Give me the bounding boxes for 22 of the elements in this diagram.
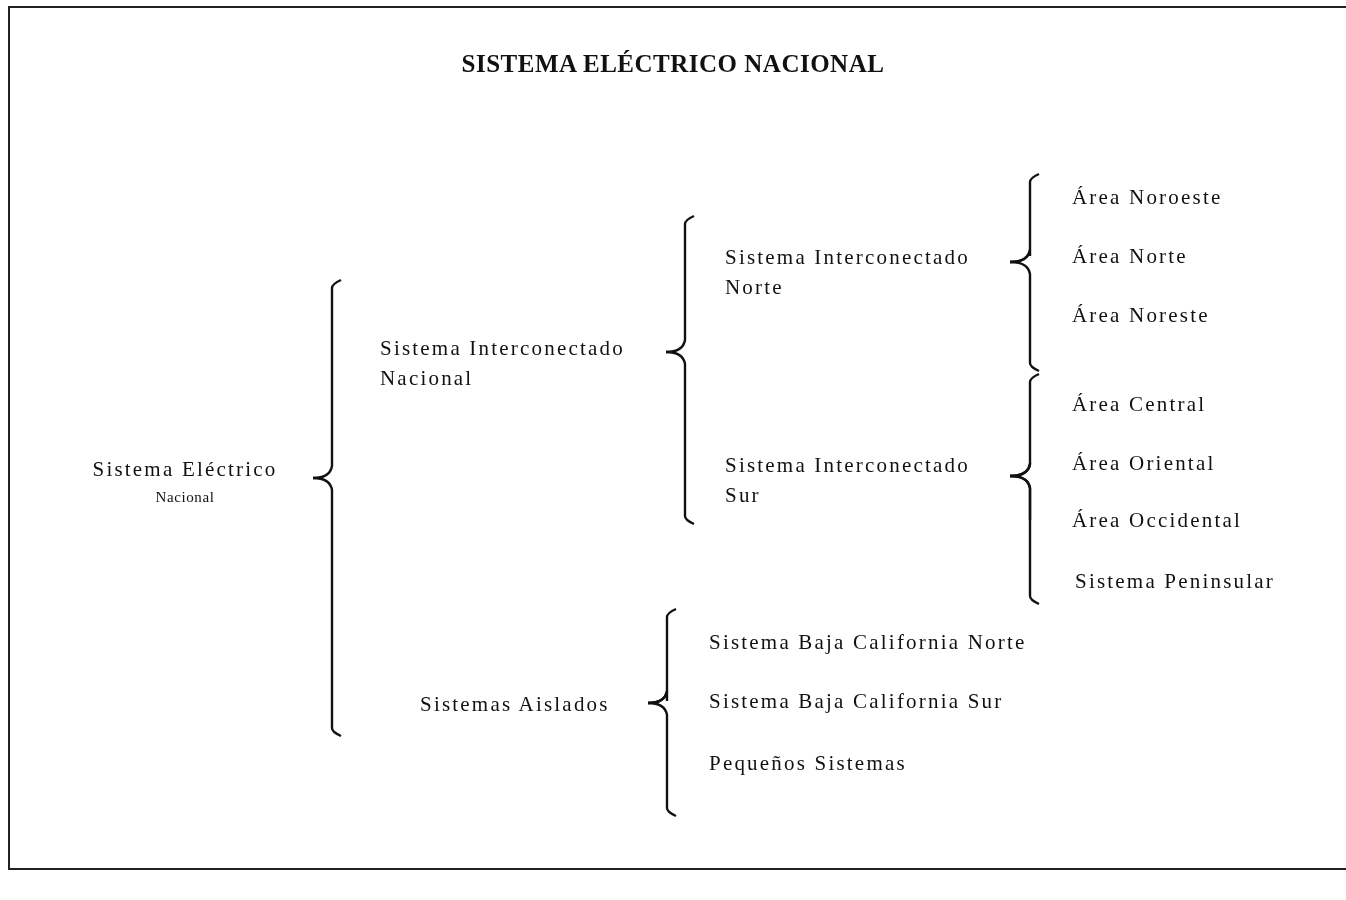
node-label: Nacional xyxy=(154,488,216,507)
node-label: Área Noreste xyxy=(1072,302,1211,329)
brace-connector xyxy=(647,701,678,818)
diagram-title: SISTEMA ELÉCTRICO NACIONAL xyxy=(460,50,886,78)
node-label: Sistema Interconectado Norte xyxy=(725,244,971,301)
node-label: Área Occidental xyxy=(1072,507,1243,534)
brace-connector xyxy=(312,476,343,738)
node-label: Sistema Baja California Sur xyxy=(709,688,1005,715)
brace-connector xyxy=(1009,260,1041,373)
node-label: Sistema Baja California Norte xyxy=(709,629,1028,656)
node-label: Sistema Interconectado Sur xyxy=(725,452,971,509)
node-label: Área Norte xyxy=(1072,243,1189,270)
node-label: Sistema Eléctrico xyxy=(91,456,279,483)
node-label: Sistema Peninsular xyxy=(1075,568,1276,595)
node-label: Sistema Interconectado Nacional xyxy=(380,335,626,392)
node-label: Área Noroeste xyxy=(1072,184,1224,211)
node-label: Área Oriental xyxy=(1072,450,1217,477)
brace-connector xyxy=(1009,474,1041,606)
brace-connector xyxy=(665,350,696,526)
node-label: Sistemas Aislados xyxy=(420,691,611,718)
node-label: Área Central xyxy=(1072,391,1208,418)
node-label: Pequeños Sistemas xyxy=(709,750,908,777)
